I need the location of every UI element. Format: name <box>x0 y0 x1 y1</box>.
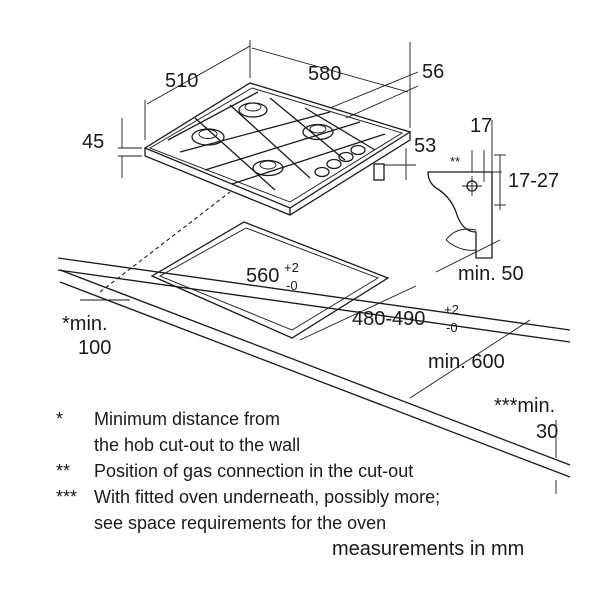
dim-56: 56 <box>329 61 444 119</box>
hob-drawing <box>143 82 412 216</box>
dim-min-600: min. 600 <box>409 319 531 399</box>
footnote-text: Minimum distance from the hob cut-out to… <box>94 409 301 455</box>
dim-560: 560 +2 -0 <box>246 260 299 293</box>
dim-cutout-width: 560 <box>246 265 279 287</box>
dim-min-30: ***min. 30 <box>494 395 558 494</box>
dim-min-depth: min. 600 <box>428 351 505 373</box>
dim-480-490: 480-490 +2 -0 <box>299 285 459 341</box>
footnote-mark: * <box>56 409 64 429</box>
gas-marker: ** <box>450 154 460 169</box>
dim-cutout-depth: 480-490 <box>352 308 425 330</box>
footnote-3: *** With fitted oven underneath, possibl… <box>56 484 596 536</box>
footnotes: * Minimum distance from the hob cut-out … <box>56 406 596 536</box>
dim-min-back: min. 50 <box>458 263 524 285</box>
dim-53: 53 <box>384 135 436 180</box>
burner-back-left <box>238 102 268 118</box>
footnote-text: With fitted oven underneath, possibly mo… <box>94 487 441 533</box>
footnote-mark: ** <box>56 461 71 481</box>
dim-hob-depth: 510 <box>165 70 198 92</box>
dim-side-offset: 53 <box>414 135 436 157</box>
burner-front-left <box>191 128 225 146</box>
dim-min-oven-value: 30 <box>536 421 558 443</box>
dim-hob-width: 580 <box>308 63 341 85</box>
worktop-drawing <box>57 191 571 478</box>
burner-front-right <box>252 159 284 177</box>
control-knobs <box>314 144 366 178</box>
footnote-mark: *** <box>56 487 78 507</box>
dim-gas-offset: 17 <box>470 115 492 137</box>
dim-min-100: *min. 100 <box>62 299 130 359</box>
burner-back-right <box>302 123 334 141</box>
dim-cutout-width-tol-lower: -0 <box>286 278 298 293</box>
dim-45: 45 <box>82 118 142 178</box>
hob-cutout <box>150 221 390 339</box>
gas-connection-section: 17 ** 17-27 <box>427 115 559 259</box>
dim-min-50: min. 50 <box>435 239 524 285</box>
dim-hob-height: 45 <box>82 131 104 153</box>
dim-cutout-depth-tol-upper: +2 <box>444 302 459 317</box>
footnote-1: * Minimum distance from the hob cut-out … <box>56 406 596 458</box>
footnote-text: Position of gas connection in the cut-ou… <box>94 461 414 481</box>
dim-cutout-width-tol-upper: +2 <box>284 260 299 275</box>
dim-510: 510 <box>144 40 251 140</box>
dim-580: 580 <box>251 42 411 128</box>
units-label: measurements in mm <box>332 538 525 560</box>
dim-gas-range: 17-27 <box>508 170 559 192</box>
dim-min-wall-value: 100 <box>78 337 111 359</box>
dim-top-offset: 56 <box>422 61 444 83</box>
gas-connector <box>373 163 385 181</box>
footnote-2: ** Position of gas connection in the cut… <box>56 458 596 484</box>
dim-min-oven-marker: ***min. <box>494 395 555 417</box>
dim-min-wall-marker: *min. <box>62 313 108 335</box>
dim-cutout-depth-tol-lower: -0 <box>446 320 458 335</box>
